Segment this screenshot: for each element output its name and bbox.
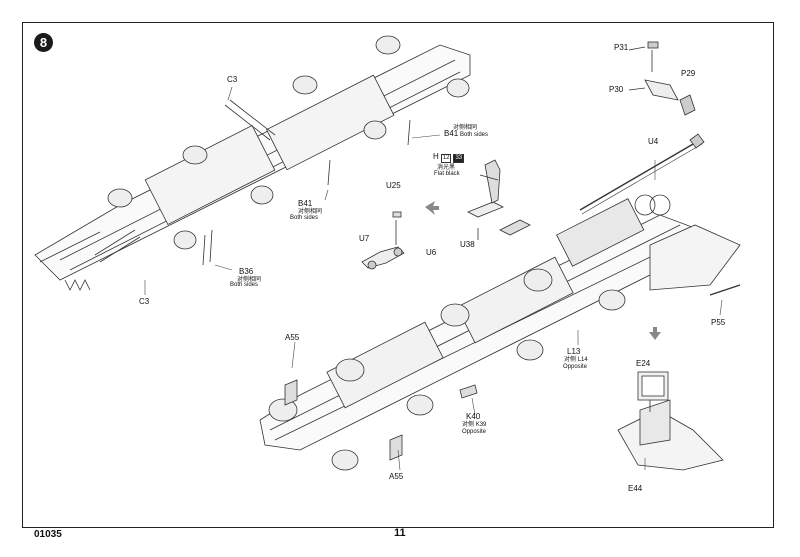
label-flat-black-cn: 消光黑 [437,164,456,171]
label-l13: L13 [567,347,581,356]
label-e44: E44 [628,484,643,493]
footer-page-number: 11 [394,527,406,539]
label-u6: U6 [426,248,437,257]
u38-bracket [467,159,504,240]
label-b36-cn: 对侧相同 [237,276,262,283]
label-b41-left-cn: 对侧相同 [298,208,323,215]
label-u4: U4 [648,137,659,146]
step-number-badge: 8 [34,33,53,52]
label-b41-right-en: Both sides [460,132,489,138]
label-b41-right-cn: 对侧相同 [453,124,478,131]
label-c3-bottom: C3 [139,297,150,306]
paint-code-12: 12 [440,154,452,163]
label-b41-left-en: Both sides [290,215,319,221]
label-u7: U7 [359,234,370,243]
upper-chassis [34,35,471,291]
arrow-up-icon [649,327,661,340]
label-h-letter: H [433,152,439,161]
label-e24: E24 [636,359,651,368]
label-p30: P30 [609,85,624,94]
label-a55-top: A55 [285,333,300,342]
p-parts [628,41,696,116]
label-u25: U25 [386,181,401,190]
lower-leaders [291,160,723,471]
paint-code-33: 33 [453,154,465,163]
label-p29: P29 [681,69,696,78]
label-u38: U38 [460,240,475,249]
label-p55: P55 [711,318,726,327]
label-a55-bottom: A55 [389,472,404,481]
u-parts [361,211,405,270]
lower-chassis [259,133,741,471]
page-frame [22,22,774,528]
label-k40: K40 [466,412,481,421]
label-k39: 对侧 K39 [462,421,486,429]
label-l14: 对侧 L14 [564,356,588,364]
label-k39-part: K39 [475,422,487,428]
label-b36: B36 [239,267,254,276]
label-k39-cn: 对侧 [462,421,475,428]
e-parts [617,371,724,471]
arrow-left-icon [425,201,439,215]
label-b41-right: B41 [444,129,459,138]
label-b36-en: Both sides [230,282,259,288]
label-b41-left: B41 [298,199,313,208]
label-p31: P31 [614,43,629,52]
label-l14-en: Opposite [563,364,588,370]
upper-leaders [144,86,441,295]
footer-product-code: 01035 [34,529,62,540]
label-l14-part: L14 [577,357,588,363]
label-c3-top: C3 [227,75,238,84]
label-k39-en: Opposite [462,429,487,435]
label-l14-cn: 对侧 [564,356,577,363]
label-flat-black-en: Flat black [434,171,460,177]
